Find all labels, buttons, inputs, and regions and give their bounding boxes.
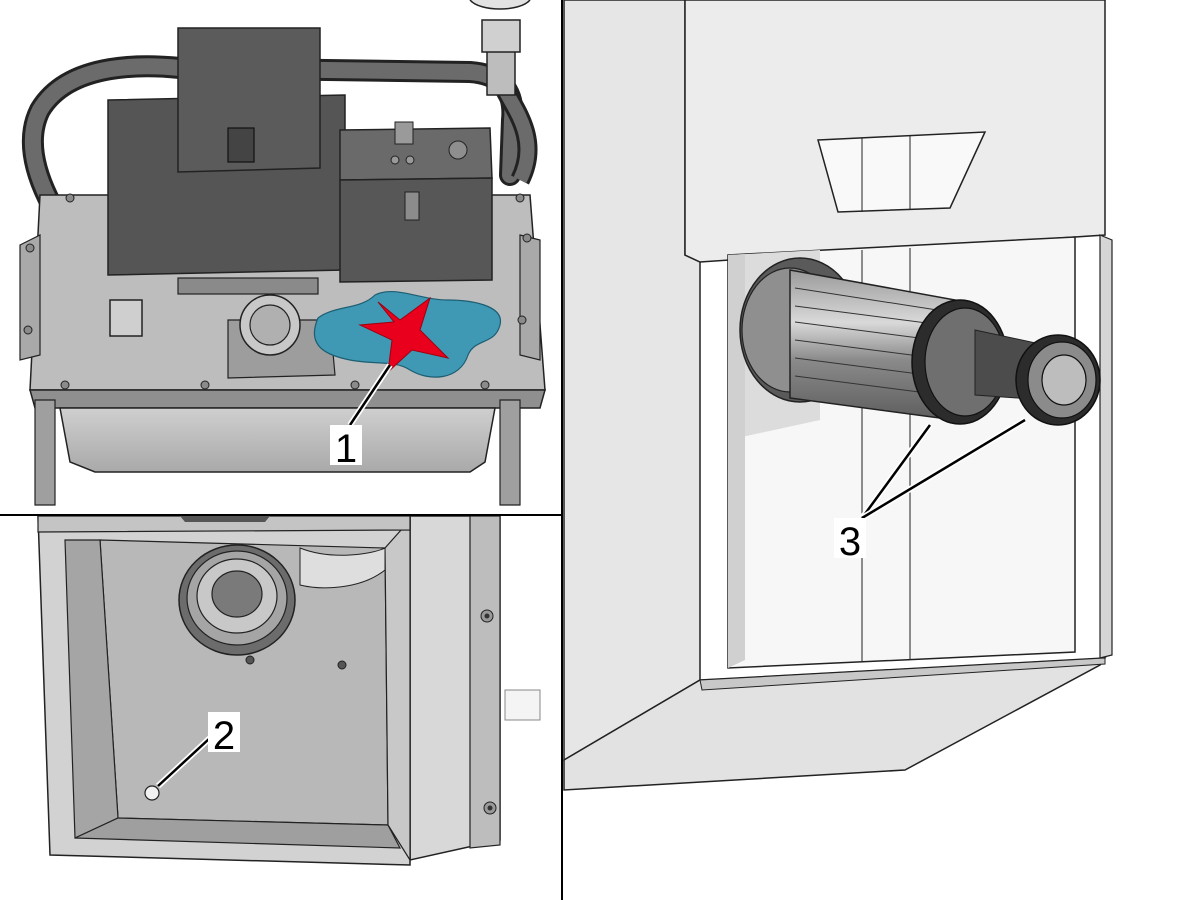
enclosure-interior-view: 2 xyxy=(37,516,541,866)
enclosure-front-view: 3 xyxy=(563,0,1113,791)
callout-3: 3 xyxy=(834,417,1027,564)
pipe-assembly xyxy=(739,257,1101,426)
callout-2-label: 2 xyxy=(213,714,235,758)
callout-1: 1 xyxy=(330,363,393,471)
callout-2: 2 xyxy=(155,712,240,789)
pump-unit-view: 1 xyxy=(19,0,546,506)
callout-1-label: 1 xyxy=(335,427,357,471)
callout-3-label: 3 xyxy=(839,520,861,564)
x-mark-icon xyxy=(358,296,450,374)
